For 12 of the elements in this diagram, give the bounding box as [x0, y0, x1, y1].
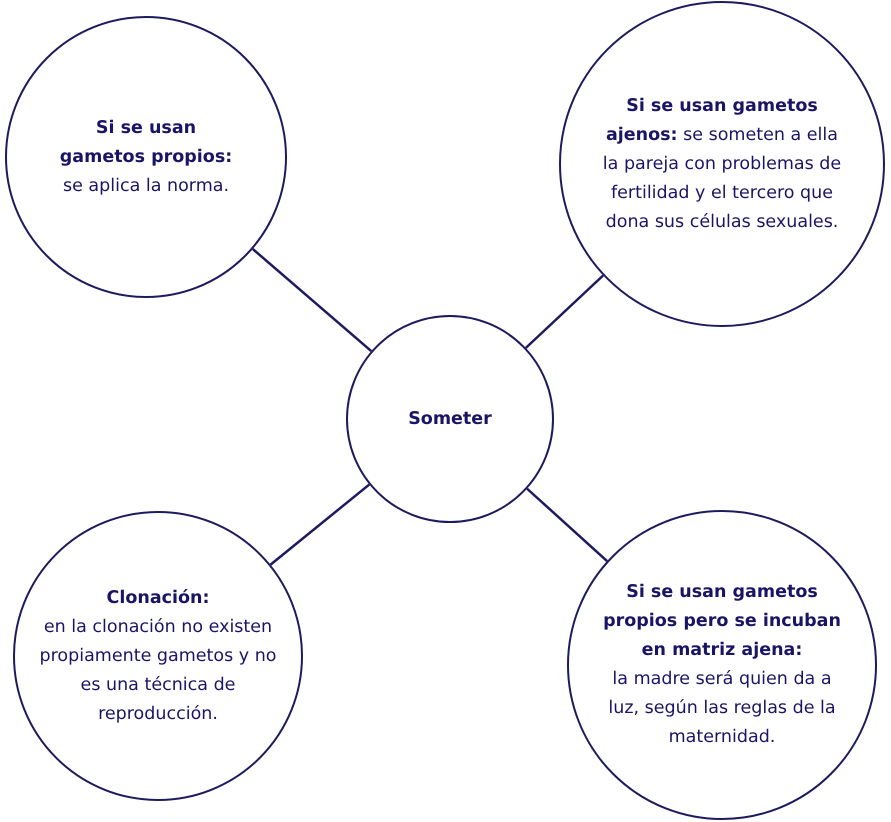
connector-line — [252, 248, 372, 352]
connector-line — [525, 274, 604, 349]
connector-line — [270, 484, 370, 566]
circle-text: se aplica la norma. — [62, 174, 230, 198]
circle-heading: Clonación: — [106, 586, 210, 610]
circle-text: Si se usan gametos ajenos: se someten a ella la pareja con problemas de fertilidad y el tercero que dona sus células sexuales. — [602, 94, 842, 234]
circle-text: la madre será quien da a luz, según las reglas de la maternidad. — [607, 668, 837, 749]
circle-heading: Someter — [407, 408, 493, 430]
circle-heading: Si se usan gametos propios: — [58, 116, 234, 168]
circle-heading: Si se usan gametos propios pero se incuban en matriz ajena: — [602, 581, 842, 662]
circle-text: en la clonación no existen propiamente gametos y no es una técnica de reproducción. — [38, 616, 278, 726]
connector-line — [526, 488, 608, 562]
